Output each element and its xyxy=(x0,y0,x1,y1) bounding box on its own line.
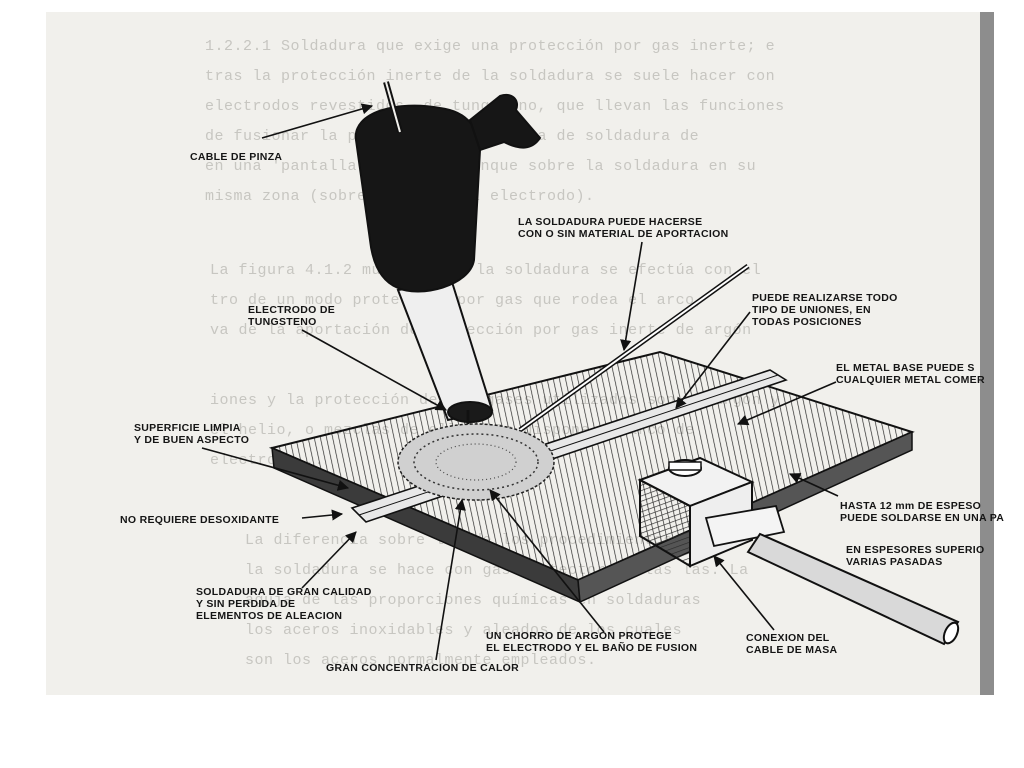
label-concentracion-calor: GRAN CONCENTRACION DE CALOR xyxy=(326,662,520,674)
page-edge-shadow xyxy=(980,12,994,695)
label-no-desoxidante: NO REQUIERE DESOXIDANTE xyxy=(120,514,280,526)
label-espesor-12mm: HASTA 12 mm DE ESPESO PUEDE SOLDARSE EN … xyxy=(840,500,1005,524)
background-text-line: en una 'pantalla' gaseosa, aunque sobre … xyxy=(205,158,757,175)
background-text-line: los aceros inoxidables y aleados de los … xyxy=(245,622,683,639)
label-tipos-de-uniones: PUEDE REALIZARSE TODO TIPO DE UNIONES, E… xyxy=(752,292,898,328)
background-text-line: tras la protección inerte de la soldadur… xyxy=(205,68,776,85)
background-text-line: son los aceros normalmente empleados. xyxy=(245,652,597,669)
label-soldadura-calidad: SOLDADURA DE GRAN CALIDAD Y SIN PERDIDA … xyxy=(196,586,372,622)
label-chorro-argon: UN CHORRO DE ARGON PROTEGE EL ELECTRODO … xyxy=(486,630,698,654)
label-espesores-superiores: EN ESPESORES SUPERIO VARIAS PASADAS xyxy=(846,544,985,568)
ground-cable xyxy=(746,532,960,646)
label-material-aportacion: LA SOLDADURA PUEDE HACERSE CON O SIN MAT… xyxy=(518,216,729,240)
label-cable-de-pinza: CABLE DE PINZA xyxy=(190,151,283,163)
ground-clamp xyxy=(637,456,786,568)
label-metal-base: EL METAL BASE PUEDE S CUALQUIER METAL CO… xyxy=(836,362,985,386)
background-text-line: va de la aportación de protección por ga… xyxy=(210,322,752,339)
label-superficie-limpia: SUPERFICIE LIMPIA Y DE BUEN ASPECTO xyxy=(134,422,250,446)
label-cable-de-masa: CONEXION DEL CABLE DE MASA xyxy=(746,632,838,656)
torch-nozzle xyxy=(396,280,494,430)
background-text-line: La figura 4.1.2 muestra que la soldadura… xyxy=(210,262,762,279)
torch-handle xyxy=(354,81,542,293)
leader-arrows xyxy=(201,103,839,661)
background-text-line: 1.2.2.1 Soldadura que exige una protecci… xyxy=(205,38,776,55)
label-electrodo-tungsteno: ELECTRODO DE TUNGSTENO xyxy=(248,304,336,328)
weld-pool xyxy=(397,423,555,501)
